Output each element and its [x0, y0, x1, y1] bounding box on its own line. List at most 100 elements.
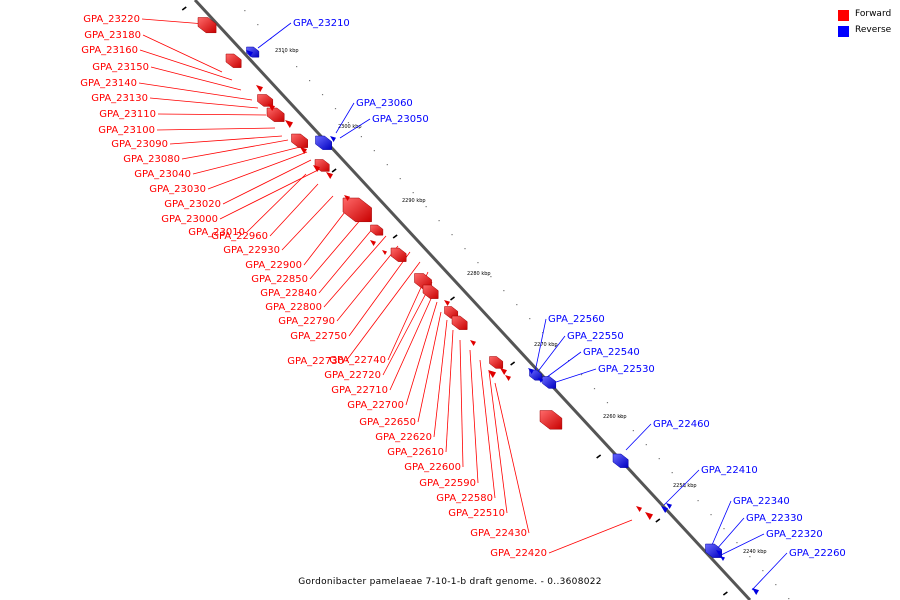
forward-gene-label: GPA_22800	[265, 302, 322, 313]
reverse-gene-arrow	[752, 588, 759, 595]
map-caption: Gordonibacter pamelaeae 7-10-1-b draft g…	[298, 577, 602, 587]
forward-gene-block	[197, 17, 217, 34]
forward-gene-arrow	[645, 512, 653, 520]
forward-gene-label: GPA_22510	[448, 508, 505, 519]
forward-gene-label: GPA_23000	[161, 214, 218, 225]
forward-label-leader	[479, 359, 496, 499]
forward-gene-label: GPA_22580	[436, 493, 493, 504]
forward-gene-arrow	[505, 375, 511, 381]
track-dot	[529, 318, 531, 320]
reverse-label-leader	[711, 500, 732, 546]
track-dot	[425, 206, 427, 208]
scale-tick-label: 2290 kbp	[402, 198, 426, 204]
forward-label-leader	[382, 281, 433, 376]
track-dot	[257, 24, 259, 26]
tick-mark	[450, 296, 455, 301]
forward-label-leader	[336, 245, 399, 322]
forward-label-leader	[348, 251, 411, 337]
track-dot	[723, 528, 725, 530]
track-dot	[555, 346, 557, 348]
forward-label-leader	[169, 135, 283, 145]
forward-gene-label: GPA_23140	[80, 78, 137, 89]
reverse-gene-label: GPA_23210	[293, 18, 350, 29]
forward-label-leader	[303, 207, 349, 266]
forward-label-leader	[269, 183, 319, 237]
forward-gene-label: GPA_23080	[123, 154, 180, 165]
reverse-gene-label: GPA_23050	[372, 114, 429, 125]
forward-gene-label: GPA_23180	[84, 30, 141, 41]
forward-label-leader	[323, 235, 387, 308]
track-dot	[568, 360, 570, 362]
forward-gene-block	[342, 197, 372, 223]
forward-label-leader	[417, 311, 442, 423]
forward-label-leader	[281, 195, 334, 251]
reverse-gene-label: GPA_22410	[701, 465, 758, 476]
forward-label-leader	[246, 173, 307, 233]
reverse-label-leader	[339, 118, 371, 139]
forward-gene-label: GPA_22700	[347, 400, 404, 411]
forward-gene-arrow	[256, 85, 263, 92]
forward-gene-label: GPA_23020	[164, 199, 221, 210]
reverse-gene-arrow	[528, 368, 534, 374]
scale-tick-label: 2310 kbp	[275, 48, 299, 54]
forward-label-leader	[459, 339, 464, 468]
reverse-gene-block	[542, 376, 557, 389]
reverse-label-leader	[549, 368, 597, 385]
forward-gene-label: GPA_22600	[404, 462, 461, 473]
forward-label-leader	[405, 301, 438, 406]
forward-label-leader	[389, 291, 435, 391]
track-dot	[283, 52, 285, 54]
reverse-label-leader	[663, 469, 700, 506]
track-dot	[619, 416, 621, 418]
forward-gene-arrow	[326, 172, 333, 179]
forward-label-leader	[345, 261, 421, 362]
forward-swatch	[838, 10, 849, 21]
reverse-label-leader	[534, 318, 547, 373]
forward-label-leader	[207, 151, 308, 190]
track-dot	[399, 178, 401, 180]
scale-tick-label: 2300 kbp	[338, 124, 362, 130]
scale-tick-label: 2250 kbp	[673, 483, 697, 489]
forward-gene-block	[291, 133, 308, 148]
reverse-gene-arrow	[538, 378, 543, 383]
reverse-gene-label: GPA_22550	[567, 331, 624, 342]
reverse-gene-arrow	[716, 550, 722, 556]
forward-gene-block	[390, 247, 407, 262]
forward-label-leader	[433, 319, 448, 438]
forward-gene-arrow	[370, 240, 376, 246]
track-dot	[412, 192, 414, 194]
label-leaders	[138, 18, 788, 591]
reverse-gene-block	[612, 453, 629, 468]
gene-labels: GPA_23220GPA_23180GPA_23160GPA_23150GPA_…	[80, 14, 846, 559]
track-dot	[736, 542, 738, 544]
gene-features	[197, 17, 759, 595]
forward-gene-block	[422, 284, 439, 299]
track-dot	[477, 262, 479, 264]
reverse-gene-arrow	[666, 503, 672, 509]
forward-gene-label: GPA_22720	[324, 370, 381, 381]
reverse-gene-block	[315, 135, 332, 150]
reverse-gene-label: GPA_22460	[653, 419, 710, 430]
forward-label-leader	[141, 18, 206, 25]
track-dot	[542, 332, 544, 334]
track-dot	[321, 94, 324, 96]
tick-mark	[392, 234, 398, 239]
reverse-label-leader	[715, 517, 745, 551]
legend-label-reverse: Reverse	[855, 25, 892, 35]
forward-label-leader	[150, 66, 242, 91]
track-dot	[749, 556, 751, 558]
tick-mark	[722, 591, 728, 596]
forward-gene-label: GPA_22730	[287, 356, 344, 367]
track-dot	[451, 234, 453, 236]
forward-gene-label: GPA_23010	[188, 227, 245, 238]
forward-gene-label: GPA_23030	[149, 184, 206, 195]
forward-gene-block	[225, 53, 242, 68]
track-dot	[490, 276, 492, 278]
track-dot	[516, 304, 518, 306]
legend-label-forward: Forward	[855, 9, 892, 19]
track-dot	[360, 136, 362, 138]
track-dot	[593, 388, 596, 390]
track-dot	[645, 444, 647, 446]
forward-label-leader	[469, 349, 479, 484]
reverse-gene-label: GPA_22260	[789, 548, 846, 559]
